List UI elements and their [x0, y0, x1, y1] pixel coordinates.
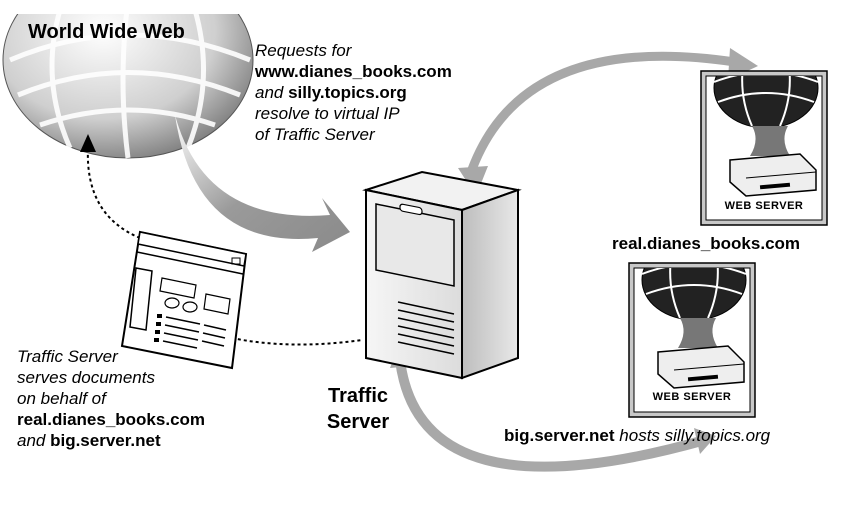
web-server-2-hosts-text: hosts silly.topics.org — [614, 426, 771, 445]
requests-note: Requests for www.dianes_books.com and si… — [255, 40, 452, 145]
requests-note-line1: Requests for — [255, 41, 352, 60]
traffic-server-label-line1: Traffic — [327, 385, 389, 407]
ts-note-line1: Traffic Server — [17, 347, 118, 366]
browser-window-icon — [120, 230, 248, 370]
web-server-1-badge: WEB SERVER — [724, 200, 804, 212]
ts-note-line5: and big.server.net — [17, 430, 205, 451]
requests-note-domain2: silly.topics.org — [288, 83, 407, 102]
ts-note-line3: on behalf of — [17, 389, 106, 408]
globe-icon — [0, 0, 260, 159]
browser-to-web-dotted-line — [80, 134, 141, 239]
request-flow-arrow — [175, 115, 350, 252]
ts-note-origin1: real.dianes_books.com — [17, 410, 206, 429]
browser-to-server-dotted-line — [231, 337, 363, 346]
web-server-1-icon — [700, 70, 828, 226]
traffic-server-icon — [362, 170, 522, 380]
web-server-2-icon — [628, 262, 756, 418]
requests-note-line3: and silly.topics.org — [255, 82, 452, 103]
web-server-2-badge: WEB SERVER — [652, 391, 732, 403]
web-server-2-hostname: big.server.net — [504, 426, 615, 445]
world-wide-web-title: World Wide Web — [28, 21, 185, 43]
web-server-2-caption: big.server.net hosts silly.topics.org — [504, 425, 770, 446]
traffic-server-label: Traffic Server — [303, 383, 413, 435]
requests-note-and: and — [255, 83, 289, 102]
ts-note-and: and — [17, 431, 51, 450]
traffic-server-label-line2: Server — [326, 411, 390, 433]
traffic-server-note: Traffic Server serves documents on behal… — [17, 346, 205, 451]
web-server-1-hostname: real.dianes_books.com — [612, 234, 801, 253]
requests-note-line4: resolve to virtual IP — [255, 104, 400, 123]
ts-note-line2: serves documents — [17, 368, 155, 387]
ts-note-origin2: big.server.net — [50, 431, 161, 450]
requests-note-line5: of Traffic Server — [255, 125, 375, 144]
requests-note-domain1: www.dianes_books.com — [255, 62, 452, 81]
